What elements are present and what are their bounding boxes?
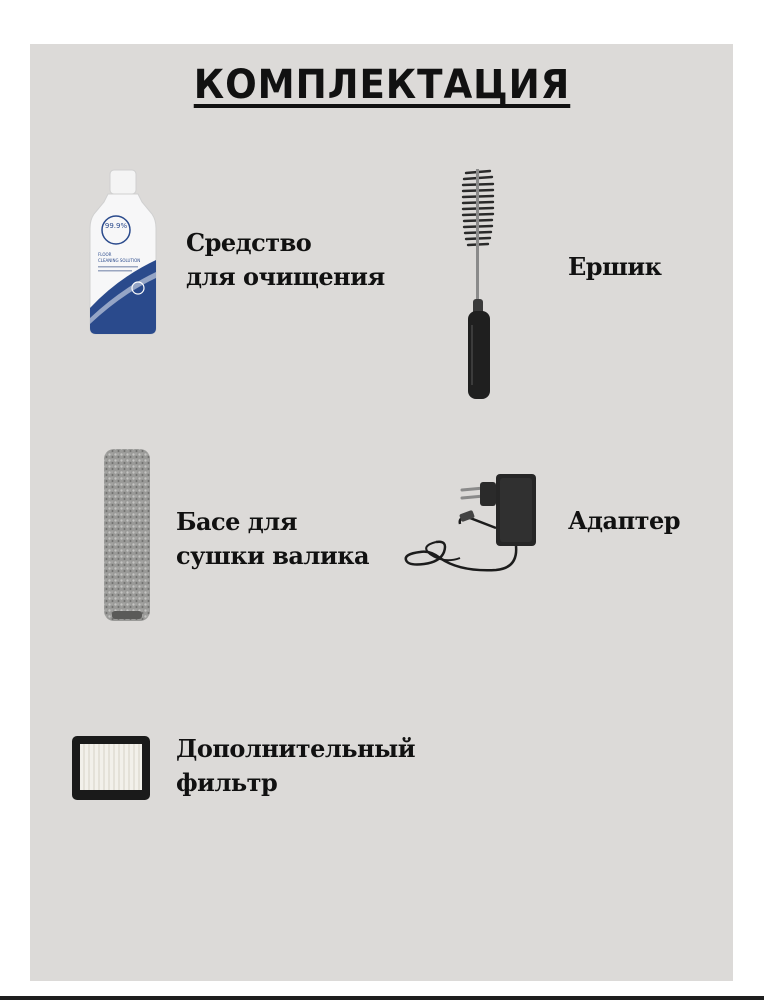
cleaning-brush-icon	[461, 169, 495, 399]
label-line: Средство	[186, 228, 312, 257]
page-title: КОМПЛЕКТАЦИЯ	[193, 62, 571, 108]
label-line: Дополнительный	[176, 734, 416, 763]
item-label-brush: Ершик	[568, 250, 662, 284]
bottle-text-solution: CLEANING SOLUTION	[98, 258, 140, 263]
item-label-filter: Дополнительный фильтр	[176, 732, 416, 800]
label-line: фильтр	[176, 768, 278, 797]
bottle-text-floor: FLOOR	[98, 252, 112, 257]
label-line: для очищения	[186, 262, 385, 291]
item-label-adapter: Адаптер	[568, 504, 681, 538]
filter-icon	[72, 736, 150, 800]
roller-icon	[104, 449, 150, 621]
label-line: сушки валика	[176, 541, 370, 570]
item-label-roller: Басе для сушки валика	[176, 505, 370, 573]
cleaning-solution-bottle-icon: 99.9% FLOOR CLEANING SOLUTION	[89, 169, 157, 335]
item-label-cleaning-solution: Средство для очищения	[186, 226, 385, 294]
power-adapter-icon	[404, 474, 536, 572]
bottle-text-percent: 99.9%	[105, 222, 128, 230]
bottom-border	[0, 996, 764, 1000]
label-line: Ершик	[568, 252, 662, 281]
label-line: Адаптер	[568, 506, 681, 535]
label-line: Басе для	[176, 507, 297, 536]
